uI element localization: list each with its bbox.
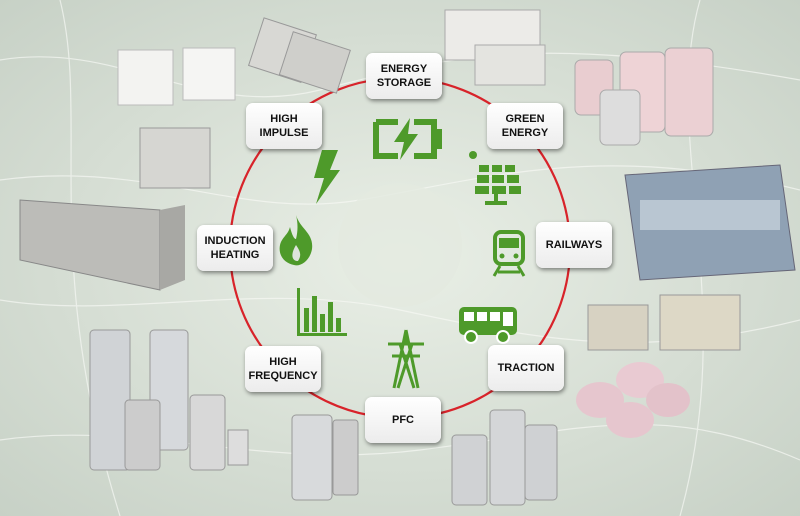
product-pfc-cans (291, 409, 558, 506)
bus-icon (459, 307, 517, 344)
label-high-impulse[interactable]: HIGH IMPULSE (246, 103, 322, 149)
label-pfc[interactable]: PFC (365, 397, 441, 443)
label-energy-storage[interactable]: ENERGY STORAGE (366, 53, 442, 99)
label-green-energy[interactable]: GREEN ENERGY (487, 103, 563, 149)
power-tower-icon (388, 329, 424, 389)
battery-charging-icon (373, 118, 442, 160)
product-high-impulse-caps (117, 47, 236, 106)
product-traction-boxes (587, 294, 741, 351)
product-images (19, 9, 796, 506)
label-railways[interactable]: RAILWAYS (536, 222, 612, 268)
label-traction[interactable]: TRACTION (488, 345, 564, 391)
product-high-frequency-cans (89, 329, 249, 471)
product-pink-disc-caps (576, 362, 690, 438)
label-induction-heating[interactable]: INDUCTION HEATING (197, 225, 273, 271)
product-railway-bank (624, 164, 796, 281)
train-icon (492, 230, 526, 277)
label-high-frequency[interactable]: HIGH FREQUENCY (245, 346, 321, 392)
product-energy-storage-modules (247, 9, 546, 94)
center-circle (338, 183, 462, 307)
flame-icon (279, 215, 313, 266)
product-green-energy-cans (574, 47, 714, 146)
solar-panel-icon (469, 151, 521, 205)
product-induction-heating-box (19, 127, 211, 291)
bar-chart-icon (297, 288, 347, 336)
lightning-icon (314, 150, 340, 204)
